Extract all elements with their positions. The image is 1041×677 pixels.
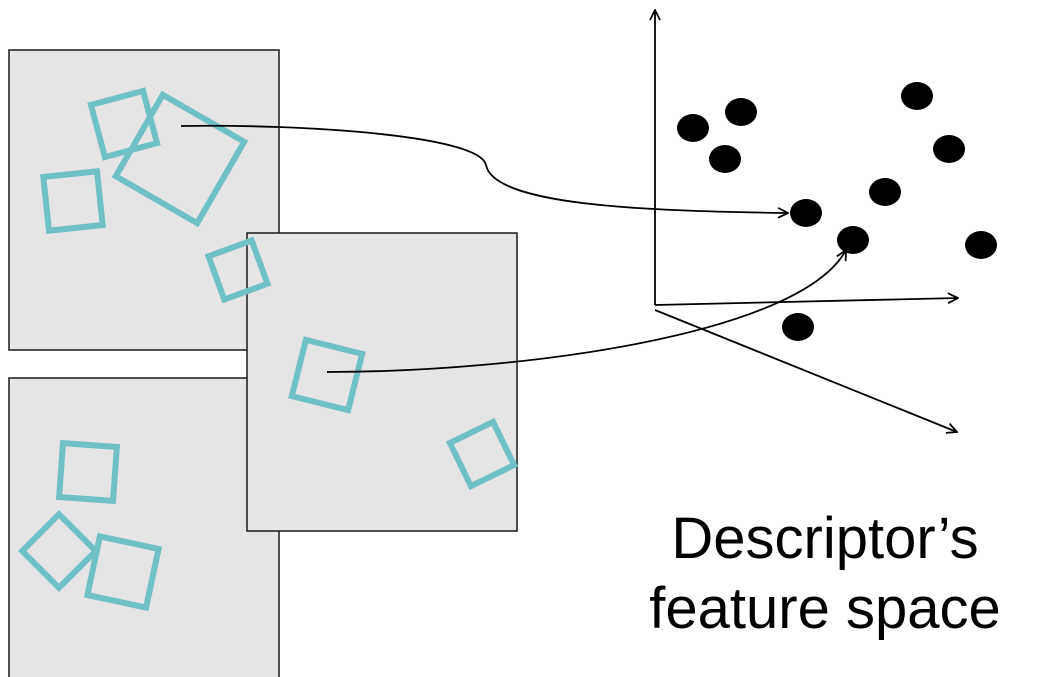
feature-point — [790, 199, 822, 227]
feature-point — [901, 82, 933, 110]
image-patch-middle — [246, 232, 518, 532]
feature-point — [837, 226, 869, 254]
caption-line-2: feature space — [649, 576, 1001, 641]
feature-point — [869, 178, 901, 206]
square-region-icon — [445, 417, 519, 491]
descriptor-mapping-arrows — [180, 124, 846, 373]
square-region-icon — [83, 532, 163, 612]
feature-point — [725, 98, 757, 126]
feature-point — [709, 145, 741, 173]
image-patch-bottom-left — [8, 377, 280, 677]
feature-point — [933, 135, 965, 163]
square-region-icon — [204, 236, 272, 304]
feature-point — [782, 313, 814, 341]
square-region-icon — [288, 336, 366, 414]
z-axis — [654, 309, 957, 432]
mapping-arrow-top — [180, 124, 788, 213]
square-region-icon — [17, 509, 101, 593]
square-region-icon — [40, 168, 106, 234]
feature-points — [677, 82, 997, 341]
feature-point — [677, 114, 709, 142]
image-patches — [8, 49, 518, 677]
mapping-arrow-middle — [326, 250, 846, 373]
square-region-icon — [55, 439, 121, 505]
x-axis — [654, 298, 958, 306]
caption-line-1: Descriptor’s — [671, 506, 979, 571]
square-region-icon — [111, 90, 249, 228]
feature-space-axes — [655, 10, 958, 432]
feature-point — [965, 231, 997, 259]
feature-regions — [17, 87, 519, 612]
